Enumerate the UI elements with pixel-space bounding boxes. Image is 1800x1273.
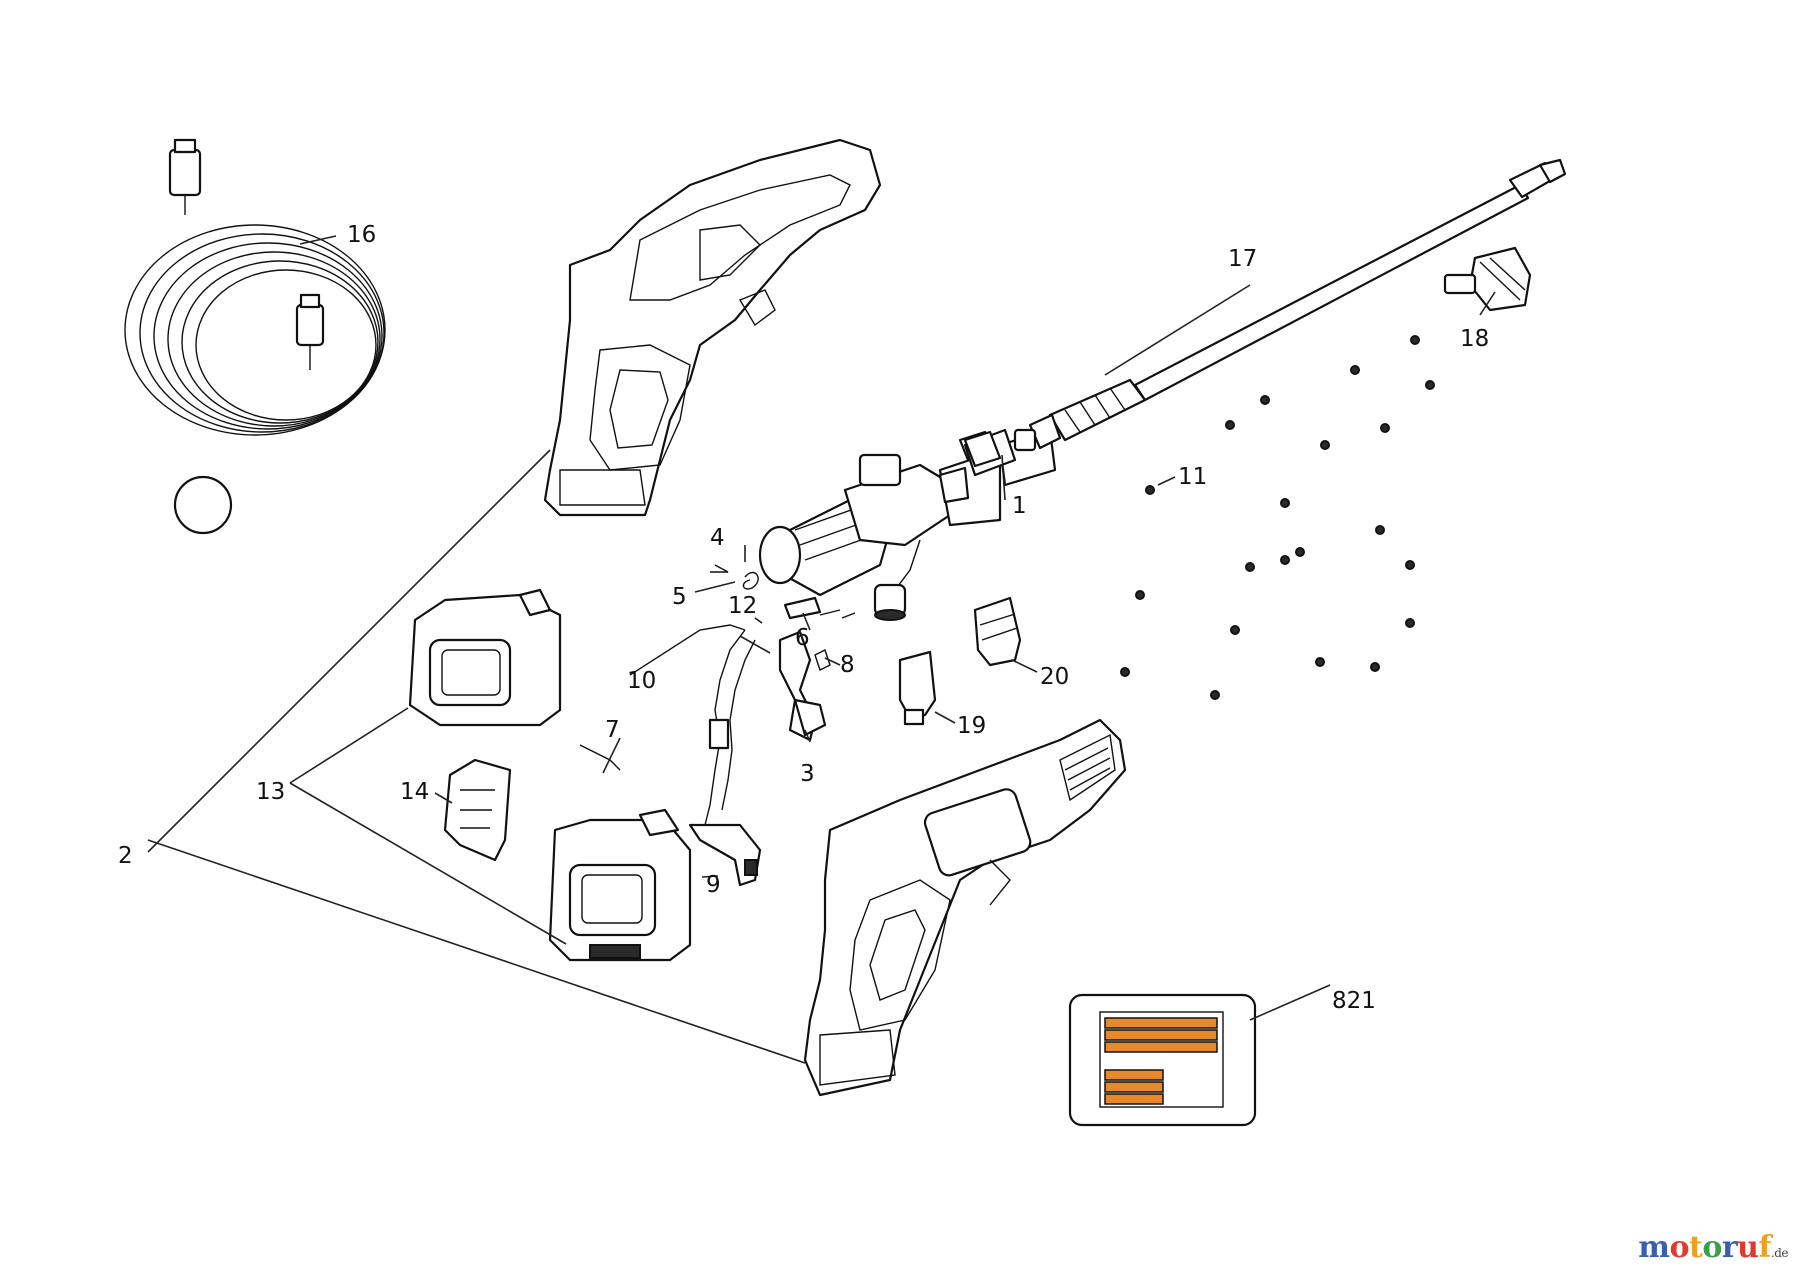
lance xyxy=(1013,158,1567,452)
hose-adapter xyxy=(898,650,937,726)
hose-coil xyxy=(124,138,386,535)
battery-pack-lower xyxy=(548,808,692,962)
brand-letter-f: f xyxy=(1758,1230,1771,1265)
brand-letter-r: r xyxy=(1721,1230,1738,1265)
callout-5: 5 xyxy=(672,584,687,610)
brand-suffix: .de xyxy=(1770,1246,1789,1260)
leader-lines xyxy=(147,235,1496,1064)
callout-10: 10 xyxy=(627,668,656,694)
brand-letter-o2: o xyxy=(1702,1230,1722,1265)
callout-14: 14 xyxy=(400,779,429,805)
callout-13: 13 xyxy=(256,779,285,805)
callout-16: 16 xyxy=(347,222,376,248)
battery-cover xyxy=(443,758,512,862)
brand-letter-t: t xyxy=(1688,1230,1703,1265)
callout-18: 18 xyxy=(1460,326,1489,352)
housing-right-half xyxy=(803,718,1127,1097)
quick-connector xyxy=(973,596,1022,667)
callout-3: 3 xyxy=(800,761,815,787)
callout-4: 4 xyxy=(710,525,725,551)
battery-pack-upper xyxy=(408,588,562,727)
callout-17: 17 xyxy=(1228,246,1257,272)
callout-20: 20 xyxy=(1040,664,1069,690)
brand-letter-m: m xyxy=(1638,1230,1670,1265)
callout-9: 9 xyxy=(706,872,721,898)
brand-letter-u: u xyxy=(1737,1230,1759,1265)
callout-821: 821 xyxy=(1332,988,1376,1014)
callout-7: 7 xyxy=(605,717,620,743)
housing-left-half xyxy=(543,138,882,517)
label-plate xyxy=(1068,993,1257,1127)
callout-1: 1 xyxy=(1012,493,1027,519)
callout-11: 11 xyxy=(1178,464,1207,490)
nozzle-tip xyxy=(1443,246,1532,312)
callout-2: 2 xyxy=(118,843,133,869)
screws xyxy=(1120,335,1435,700)
brand-logo: motoruf.de xyxy=(1638,1230,1788,1265)
callout-labels: 1 2 3 4 5 6 7 8 9 10 11 12 13 14 16 17 1… xyxy=(118,222,1489,1014)
small-parts xyxy=(579,564,856,771)
callout-8: 8 xyxy=(840,652,855,678)
callout-19: 19 xyxy=(957,713,986,739)
callout-12: 12 xyxy=(728,593,757,619)
callout-6: 6 xyxy=(795,625,810,651)
wiring-harness xyxy=(688,629,762,887)
brand-letter-o: o xyxy=(1669,1230,1689,1265)
